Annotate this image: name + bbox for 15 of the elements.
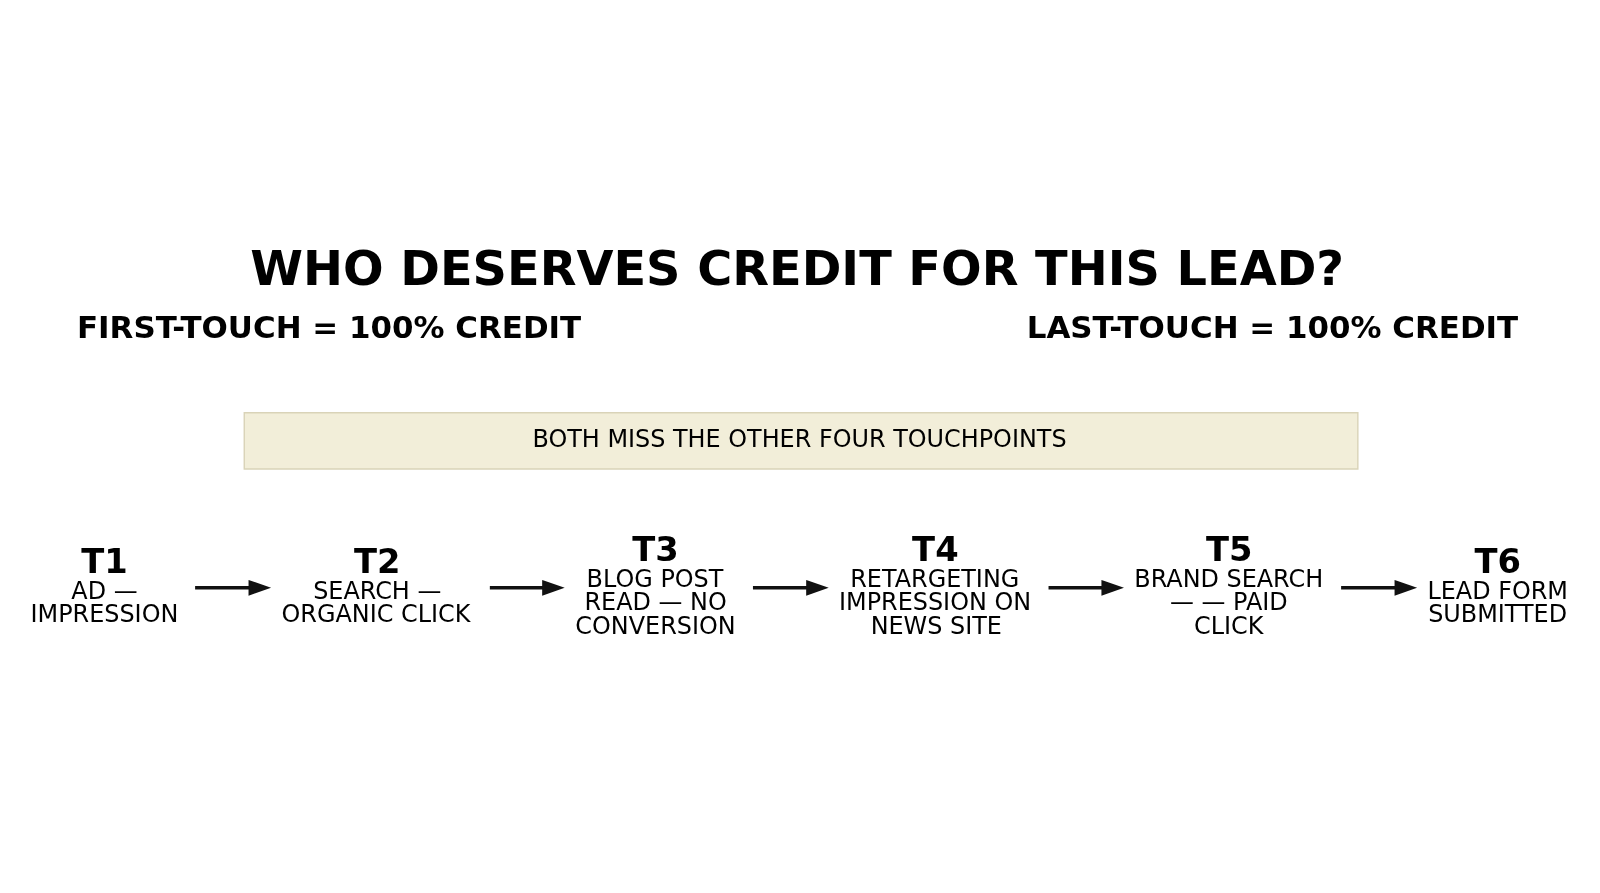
node-text: T3 BLOG POST READ — NO CONVERSION [575, 529, 736, 641]
label: LAST-TOUCH = 100% CREDIT [1026, 308, 1519, 345]
node-text: T4 RETARGETING IMPRESSION ON NEWS SITE [839, 529, 1032, 641]
diagram-title: WHO DESERVES CREDIT FOR THIS LEAD? [250, 241, 1345, 297]
node-text: T6 LEAD FORM SUBMITTED [1427, 541, 1568, 629]
label: FIRST-TOUCH = 100% CREDIT [76, 308, 582, 345]
node-text: T5 BRAND SEARCH — — PAID CLICK [1134, 529, 1324, 641]
arrow [489, 579, 565, 596]
arrow [1341, 579, 1418, 596]
arrow [195, 579, 272, 596]
node-text: T1 AD — IMPRESSION [30, 541, 179, 629]
arrow [1048, 579, 1124, 596]
node-text: T2 SEARCH — ORGANIC CLICK [281, 541, 471, 629]
node-box: BOTH MISS THE OTHER FOUR TOUCHPOINTS [243, 412, 1359, 470]
arrow [752, 579, 829, 596]
